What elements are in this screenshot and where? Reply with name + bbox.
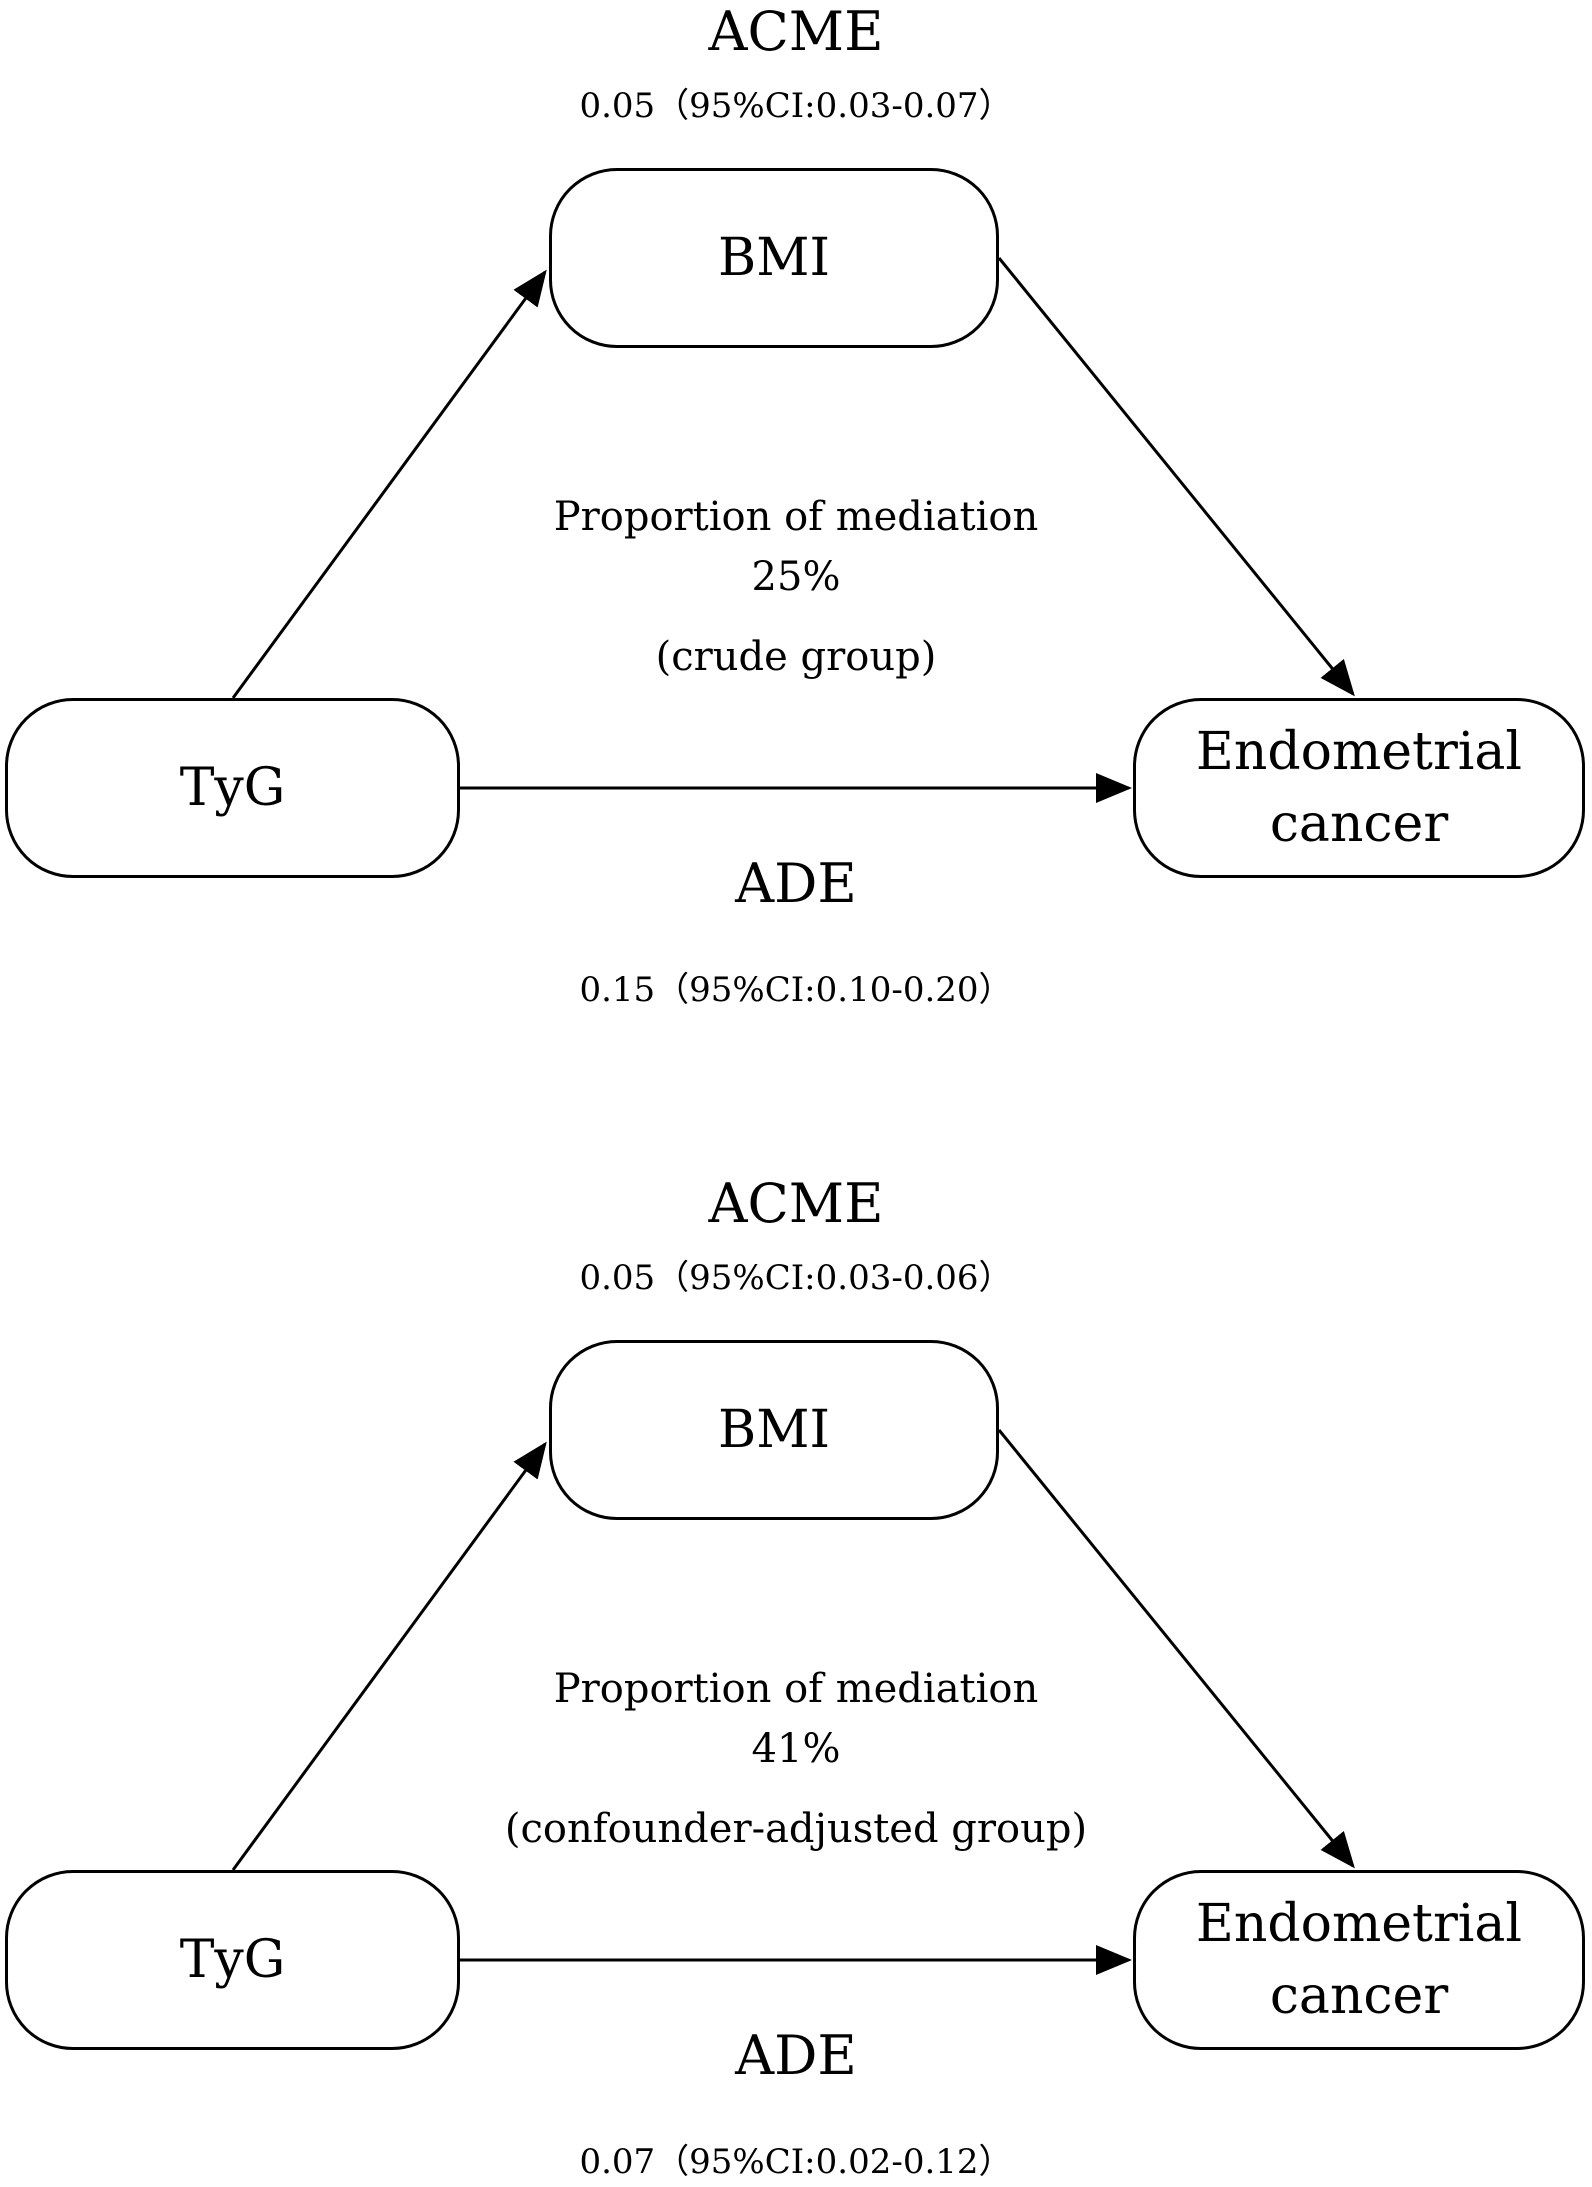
ade-label: ADE: [735, 852, 857, 915]
outcome-node-endometrial-cancer: Endometrial cancer: [1133, 1870, 1585, 2050]
path-arrows: [231, 1429, 1355, 1975]
arrow-mediator-to-outcome: [997, 1429, 1355, 1869]
arrow-exposure-to-mediator: [231, 269, 547, 699]
ade-label: ADE: [735, 2024, 857, 2087]
acme-label: ACME: [708, 1172, 884, 1235]
ade-value: 0.15（95%CI:0.10-0.20）: [579, 970, 1013, 1010]
mediator-node-bmi: BMI: [549, 168, 999, 348]
path-arrows: [231, 257, 1355, 803]
outcome-label-line2: cancer: [1269, 1966, 1449, 2026]
exposure-node-tyg: TyG: [5, 1870, 460, 2050]
exposure-label: TyG: [179, 1930, 286, 1990]
mediator-label: BMI: [718, 1400, 830, 1460]
proportion-value: 25%: [751, 554, 841, 600]
mediator-label: BMI: [718, 228, 830, 288]
exposure-node-tyg: TyG: [5, 698, 460, 878]
acme-label: ACME: [708, 0, 884, 63]
exposure-label: TyG: [179, 758, 286, 818]
mediator-node-bmi: BMI: [549, 1340, 999, 1520]
proportion-value: 41%: [751, 1726, 841, 1772]
acme-value: 0.05（95%CI:0.03-0.06）: [579, 1258, 1013, 1298]
arrow-mediator-to-outcome: [997, 257, 1355, 697]
outcome-label-line1: Endometrial: [1195, 1894, 1523, 1954]
mediation-diagram-adjusted: ACME 0.05（95%CI:0.03-0.06） BMI Proportio…: [0, 1172, 1592, 2182]
proportion-title: Proportion of mediation: [553, 494, 1039, 540]
outcome-label-line1: Endometrial: [1195, 722, 1523, 782]
outcome-label-line2: cancer: [1269, 794, 1449, 854]
mediation-diagram-crude: ACME 0.05（95%CI:0.03-0.07） BMI Proportio…: [0, 0, 1592, 1010]
group-label: (confounder-adjusted group): [504, 1806, 1088, 1852]
group-label: (crude group): [655, 634, 937, 680]
outcome-node-endometrial-cancer: Endometrial cancer: [1133, 698, 1585, 878]
arrow-exposure-to-mediator: [231, 1441, 547, 1871]
acme-value: 0.05（95%CI:0.03-0.07）: [579, 86, 1013, 126]
proportion-title: Proportion of mediation: [553, 1666, 1039, 1712]
ade-value: 0.07（95%CI:0.02-0.12）: [579, 2142, 1013, 2182]
